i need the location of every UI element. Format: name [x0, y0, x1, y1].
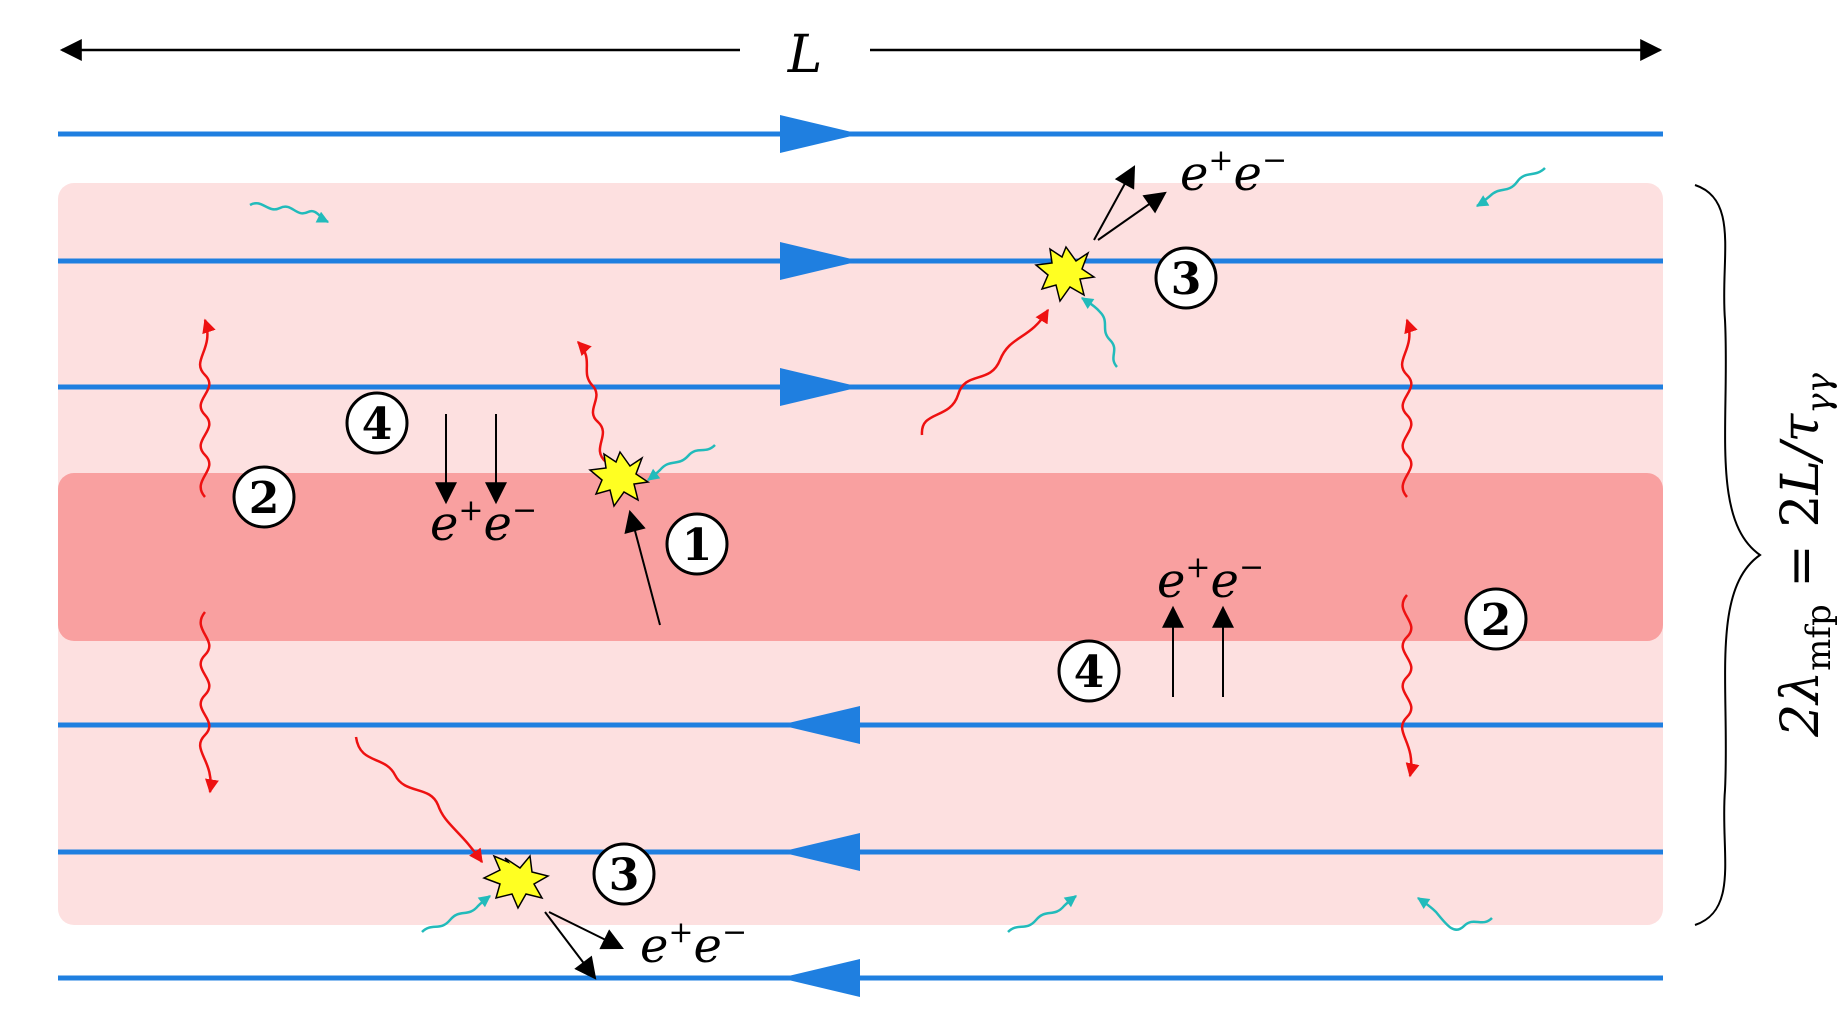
inner-band: [58, 473, 1663, 641]
pair-arrow: [1093, 165, 1136, 241]
step-marker-3: 3: [592, 842, 656, 906]
wavy-arrow-icon: [1081, 296, 1119, 368]
svg-text:1: 1: [682, 520, 713, 571]
field-line-rightward: [58, 368, 1663, 406]
field-line-leftward: [58, 959, 1663, 997]
svg-text:3: 3: [609, 850, 640, 901]
wavy-arrow-icon: [421, 895, 491, 933]
wavy-arrow-icon: [249, 202, 330, 224]
svg-text:4: 4: [362, 399, 393, 450]
length-label: L: [787, 25, 823, 85]
step-marker-2: 2: [232, 465, 296, 529]
pair-arrow: [544, 911, 597, 980]
step-marker-4: 4: [345, 391, 409, 455]
field-line-rightward: [58, 242, 1663, 280]
width-label: 2λmfp = 2L/τγγ: [1771, 372, 1837, 738]
step-marker-4: 4: [1057, 639, 1121, 703]
width-brace: [1694, 184, 1762, 926]
pair-arrow: [548, 911, 624, 950]
field-lines: [58, 115, 1663, 997]
pair-labels: e+e− e+e− e+e− e+e−: [430, 143, 1287, 974]
wavy-arrow-icon: [920, 308, 1050, 436]
pair-arrow: [1097, 191, 1167, 241]
step-markers: 1 2 2 3 3 4 4: [232, 246, 1528, 906]
pair-label: e+e−: [640, 915, 747, 974]
pair-label: e+e−: [430, 493, 537, 552]
wavy-arrow-icon: [198, 318, 216, 498]
wavy-arrow-icon: [647, 444, 716, 481]
cyan-photons: [249, 167, 1546, 933]
length-arrow: L: [59, 25, 1663, 85]
wavy-arrow-icon: [198, 611, 219, 794]
wavy-arrow-icon: [1400, 318, 1418, 498]
wavy-arrow-icon: [1417, 896, 1493, 931]
wavy-arrow-icon: [354, 736, 484, 864]
wavy-arrow-icon: [1475, 167, 1546, 208]
step-marker-2: 2: [1464, 587, 1528, 651]
step-marker-3: 3: [1154, 246, 1218, 310]
field-line-leftward: [58, 706, 1663, 744]
wavy-arrow-icon: [1400, 594, 1420, 778]
star-burst-icon: [1034, 245, 1097, 303]
field-line-leftward: [58, 833, 1663, 871]
step-marker-1: 1: [665, 512, 729, 576]
svg-text:2: 2: [1481, 595, 1512, 646]
svg-text:3: 3: [1171, 254, 1202, 305]
interactions: [482, 245, 1097, 910]
particle-arrows: [435, 165, 1234, 980]
wavy-arrow-icon: [577, 340, 607, 463]
star-burst-icon: [482, 854, 550, 910]
red-photons: [198, 308, 1420, 864]
svg-text:2: 2: [249, 473, 280, 524]
incoming-photon-arrow: [624, 509, 661, 626]
pair-label: e+e−: [1157, 550, 1264, 609]
wavy-arrow-icon: [1007, 895, 1077, 933]
star-burst-icon: [588, 450, 651, 508]
svg-text:4: 4: [1074, 647, 1105, 698]
pair-label: e+e−: [1180, 143, 1287, 202]
field-line-rightward: [58, 115, 1663, 153]
